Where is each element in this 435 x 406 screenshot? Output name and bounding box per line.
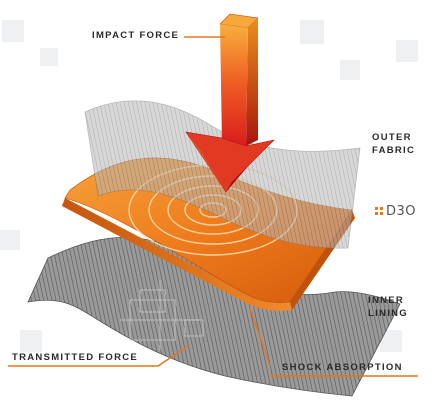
- background-grid: [0, 20, 418, 352]
- d3o-grid-logo-icon: [375, 207, 383, 215]
- transmitted-force-label: TRANSMITTED FORCE: [12, 352, 139, 363]
- shock-absorption-label: SHOCK ABSORPTION: [282, 362, 403, 373]
- leader-lines: [8, 36, 418, 377]
- d3o-brand-logo: D3O: [375, 203, 416, 219]
- inner-lining-label-line2: LINING: [368, 308, 408, 319]
- outer-fabric-label-line1: OUTER: [372, 132, 412, 143]
- inner-lining-wireframe: [120, 280, 204, 350]
- impact-force-label: IMPACT FORCE: [92, 30, 180, 41]
- inner-lining-label-line1: INNER: [368, 295, 405, 306]
- outer-fabric-label-line2: FABRIC: [372, 145, 416, 156]
- d3o-brand-name: D3O: [386, 203, 417, 219]
- impact-arrow-icon: [185, 13, 275, 193]
- transmitted-force-leader: [157, 345, 189, 367]
- shock-absorption-leader: [249, 307, 271, 367]
